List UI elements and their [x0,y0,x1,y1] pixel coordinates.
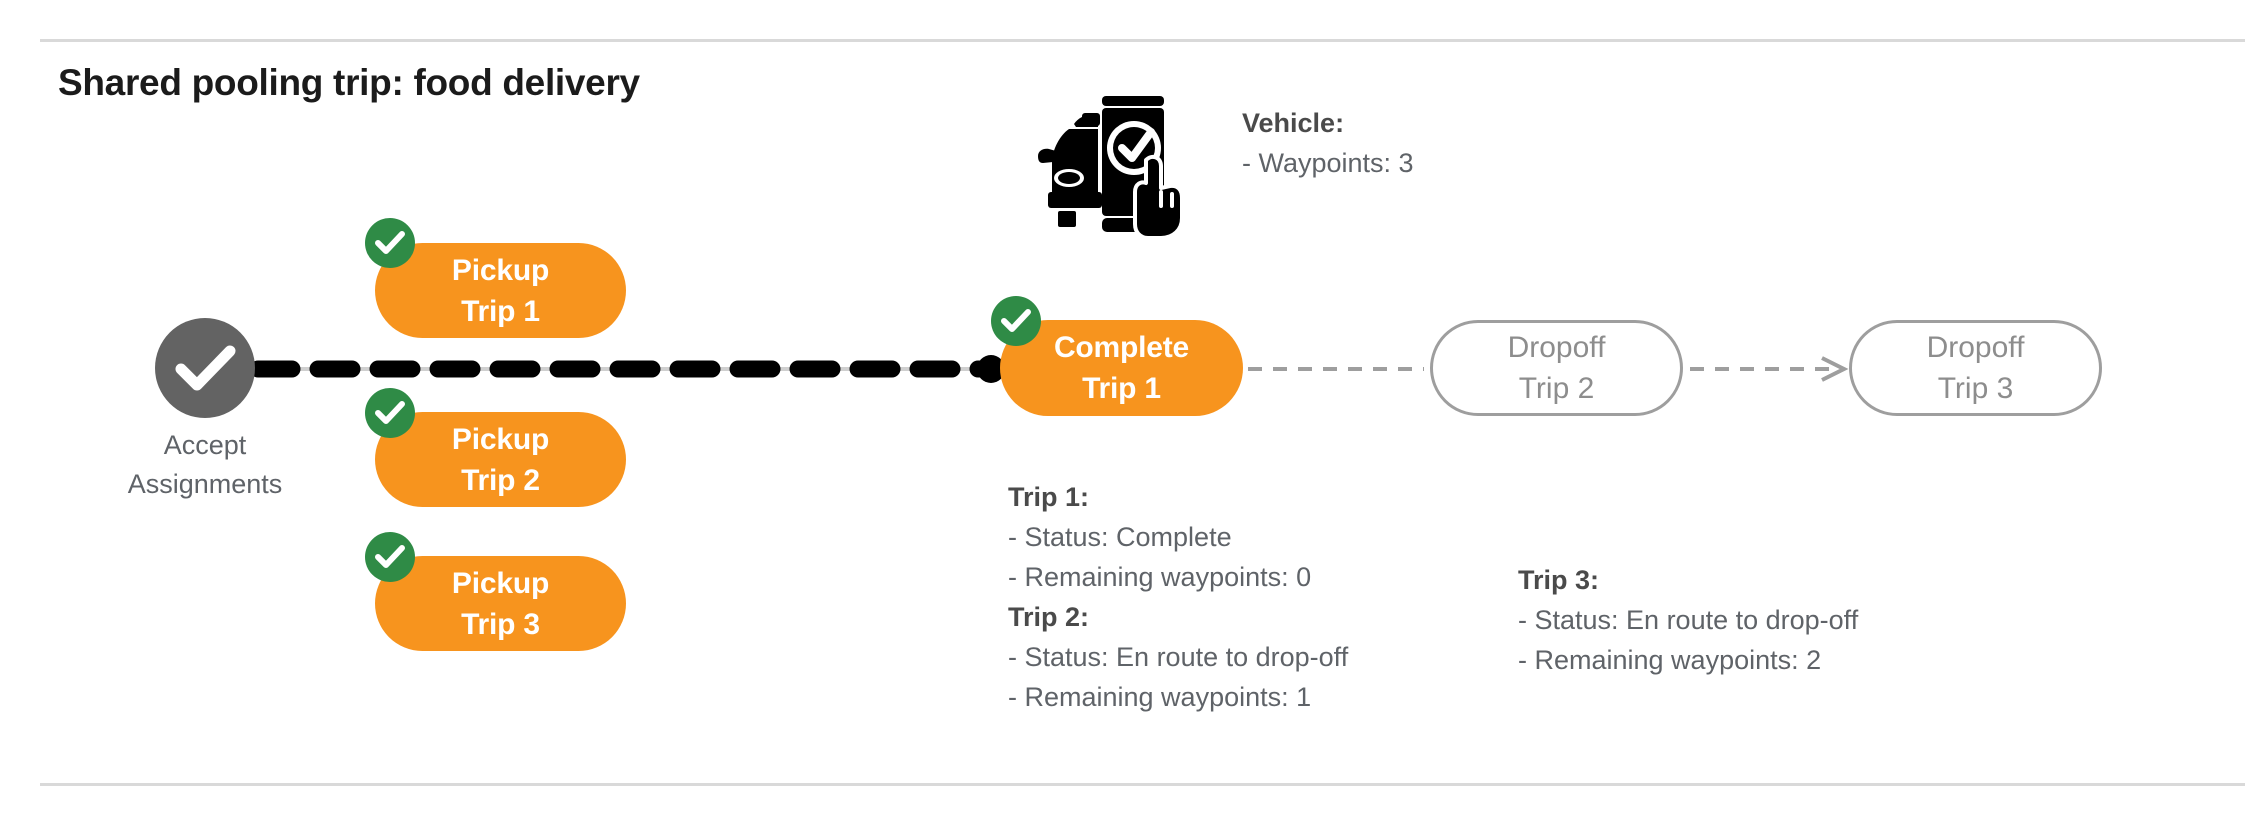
pickup-trip-3-line2: Trip 3 [461,607,540,641]
trip-2-status: - Status: En route to drop-off [1008,642,1349,672]
dropoff-trip-2-line1: Dropoff [1507,331,1606,364]
pickup-trip-1-line1: Pickup [451,253,550,287]
pickup-trip-1-node[interactable]: Pickup Trip 1 [375,243,626,338]
dropoff-trip-3-node[interactable]: Dropoff Trip 3 [1849,320,2102,416]
trip-1-heading: Trip 1: [1008,482,1090,512]
pickup-trip-2-node[interactable]: Pickup Trip 2 [375,412,626,507]
trip-3-remaining-waypoints: - Remaining waypoints: 2 [1518,645,1822,675]
vehicle-info-waypoints: - Waypoints: 3 [1242,148,1414,178]
check-badge-icon [365,388,415,438]
bottom-divider [40,783,2245,786]
dropoff-trip-3-line1: Dropoff [1926,331,2025,364]
trip-2-heading: Trip 2: [1008,602,1090,632]
complete-trip-1-line2: Trip 1 [1082,372,1161,405]
trip-3-heading: Trip 3: [1518,565,1600,595]
accept-assignments-node[interactable]: Accept Assignments [128,318,282,499]
car-phone-check-icon [1038,96,1184,240]
arrowhead-icon [1821,356,1849,382]
trip-1-and-2-info-block: Trip 1: - Status: Complete - Remaining w… [1008,477,1348,717]
top-divider [40,39,2245,42]
trip-3-info-block: Trip 3: - Status: En route to drop-off -… [1518,560,1858,680]
dropoff-trip-3-line2: Trip 3 [1937,372,2014,405]
vehicle-info-block: Vehicle: - Waypoints: 3 [1242,103,1414,183]
trip-1-remaining-waypoints: - Remaining waypoints: 0 [1008,562,1312,592]
complete-trip-1-node[interactable]: Complete Trip 1 [1000,320,1243,416]
trip-3-status: - Status: En route to drop-off [1518,605,1859,635]
accept-assignments-label: Accept Assignments [95,426,315,504]
complete-trip-1-line1: Complete [1053,331,1190,364]
dropoff-trip-2-node[interactable]: Dropoff Trip 2 [1430,320,1683,416]
trip-2-remaining-waypoints: - Remaining waypoints: 1 [1008,682,1312,712]
dropoff-trip-2-line2: Trip 2 [1518,372,1595,405]
accept-label-line2: Assignments [127,469,283,499]
pickup-trip-2-line2: Trip 2 [461,463,540,497]
check-badge-icon [365,532,415,582]
pickup-trip-3-line1: Pickup [451,566,550,600]
pickup-trip-2-line1: Pickup [451,422,550,456]
check-badge-icon [365,218,415,268]
pickup-trip-1-line2: Trip 1 [461,294,540,328]
check-badge-icon [991,296,1041,346]
vehicle-info-heading: Vehicle: [1242,108,1345,138]
accept-label-line1: Accept [163,430,247,460]
pickup-trip-3-node[interactable]: Pickup Trip 3 [375,556,626,651]
check-circle-icon [155,318,255,418]
page-title: Shared pooling trip: food delivery [58,62,640,103]
trip-1-status: - Status: Complete [1008,522,1232,552]
